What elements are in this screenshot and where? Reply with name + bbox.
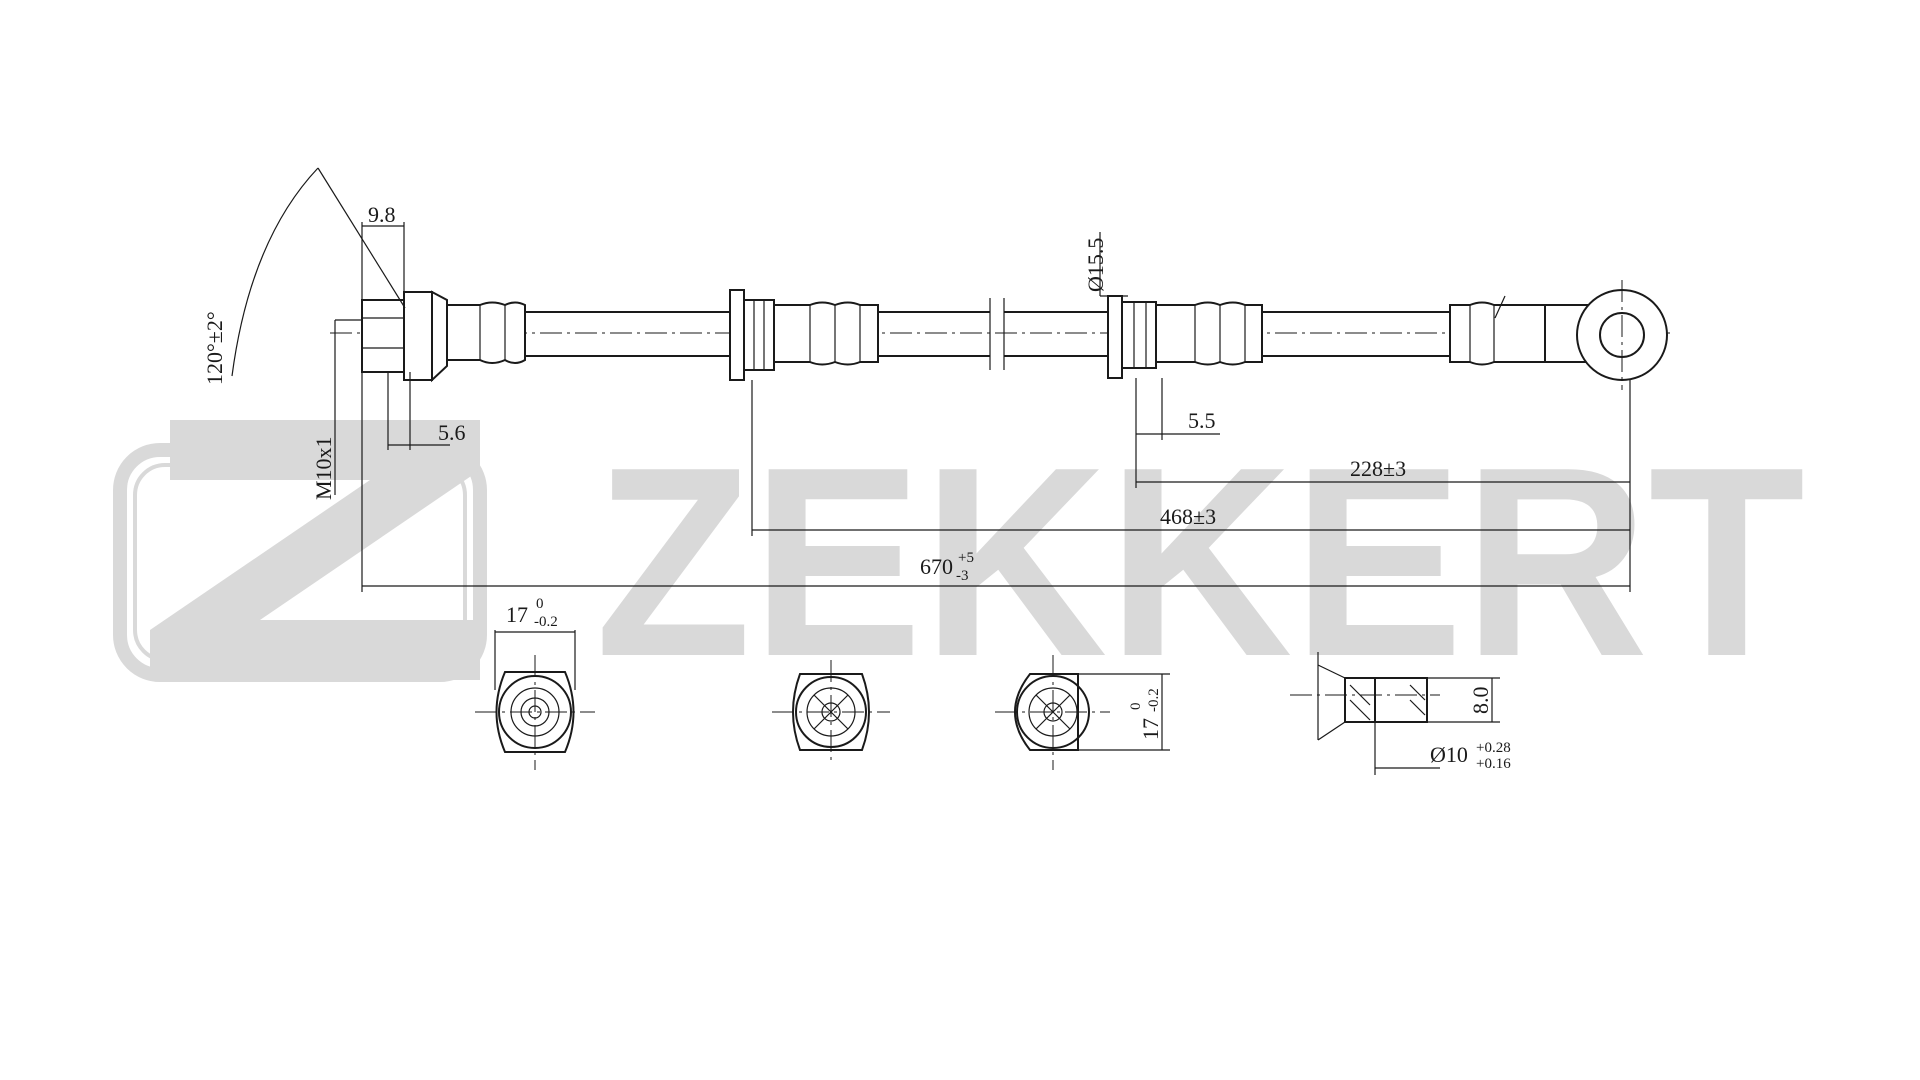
banjo-hole-lower-tol: +0.16 [1476, 756, 1511, 772]
left-fitting [231, 167, 526, 383]
clip-width-label: 5.5 [1188, 408, 1216, 433]
length-670-label: 670 [920, 554, 953, 579]
watermark-logo: ZEKKERT [113, 412, 1805, 713]
logo-z-shape [150, 420, 480, 680]
nut-collar [403, 291, 433, 381]
middle-crimp-2 [1155, 301, 1263, 366]
dimension-labels: 120°±2° 9.8 M10x1 5.6 Ø15.5 5.5 228±3 46… [202, 202, 1406, 584]
banjo-hole-upper-tol: +0.28 [1476, 740, 1511, 756]
nut-offset-label: 5.6 [438, 420, 466, 445]
length-228-label: 228±3 [1350, 456, 1406, 481]
hex2-upper-tol: 0 [1128, 703, 1144, 711]
banjo-section: 8.0 Ø10 +0.28 +0.16 [1290, 652, 1511, 775]
thread-label: M10x1 [311, 436, 336, 500]
length-468-label: 468±3 [1160, 504, 1216, 529]
length-670-upper-tol: +5 [958, 550, 974, 566]
end-view-crimp [772, 660, 890, 765]
hose [525, 280, 1668, 390]
fitting-crimp [446, 301, 526, 364]
hex1-size-label: 17 [506, 602, 528, 627]
angle-arc [231, 167, 319, 377]
nut-width-label: 9.8 [368, 202, 396, 227]
watermark-text: ZEKKERT [595, 412, 1805, 713]
banjo-thickness-label: 8.0 [1468, 687, 1493, 715]
length-670-lower-tol: -3 [956, 568, 969, 584]
end-view-clip: 17 0 -0.2 [995, 655, 1170, 770]
dimension-lines [334, 222, 1631, 592]
diameter-label: Ø15.5 [1083, 238, 1108, 292]
banjo-hole-label: Ø10 [1430, 742, 1468, 767]
nut-body [361, 299, 405, 373]
hex1-upper-tol: 0 [536, 596, 544, 612]
nut-flare [431, 290, 448, 383]
bracket-flange-1 [729, 289, 745, 381]
angle-label: 120°±2° [202, 311, 227, 385]
end-view-nut: 17 0 -0.2 [475, 596, 595, 770]
hex1-lower-tol: -0.2 [534, 614, 558, 630]
bracket-flange-2 [1107, 295, 1123, 379]
middle-crimp-1 [773, 301, 879, 366]
hex2-lower-tol: -0.2 [1146, 688, 1162, 712]
hex2-size-label: 17 [1138, 718, 1163, 740]
